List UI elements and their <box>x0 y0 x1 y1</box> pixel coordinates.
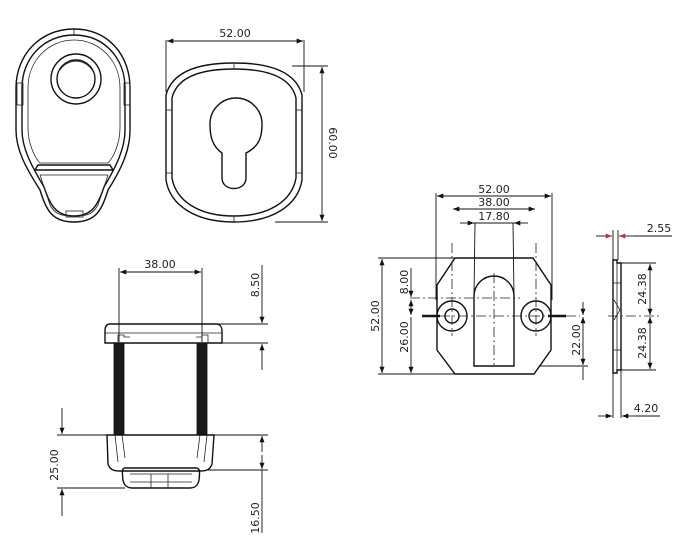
screw-right <box>196 342 208 436</box>
bottom-cap-label: 25.00 <box>48 449 61 481</box>
knob-rosette-view <box>15 28 131 223</box>
top-plate-label: 8.50 <box>249 273 262 298</box>
side-section-view: 38.00 8.50 25.00 16.50 <box>48 258 268 534</box>
base-plate-side-view: 2.55 24.38 24.38 4.20 <box>596 222 672 419</box>
side-upper-half-label: 24.38 <box>636 273 649 305</box>
base-slot-top-label: 8.00 <box>398 270 411 295</box>
screw-left <box>113 342 125 436</box>
cylinder-rosette-view: 52.00 60.00 <box>165 27 339 223</box>
plate-height-label: 60.00 <box>326 127 339 159</box>
side-lower-half-label: 24.38 <box>636 327 649 359</box>
base-plate-view: 52.00 38.00 17.80 52.00 8.00 26.00 22.00 <box>369 183 588 380</box>
base-right-height-label: 22.00 <box>570 324 583 356</box>
side-lip-label: 2.55 <box>647 222 672 235</box>
base-hole-spacing-label: 38.00 <box>478 196 510 209</box>
bottom-offset-label: 16.50 <box>249 502 262 534</box>
base-slot-width-label: 17.80 <box>478 210 510 223</box>
screw-spacing-label: 38.00 <box>144 258 176 271</box>
base-height-label: 52.00 <box>369 300 382 332</box>
base-hole-bottom-label: 26.00 <box>398 321 411 353</box>
base-width-label: 52.00 <box>478 183 510 196</box>
plate-width-label: 52.00 <box>219 27 251 40</box>
side-thickness-label: 4.20 <box>634 402 659 415</box>
